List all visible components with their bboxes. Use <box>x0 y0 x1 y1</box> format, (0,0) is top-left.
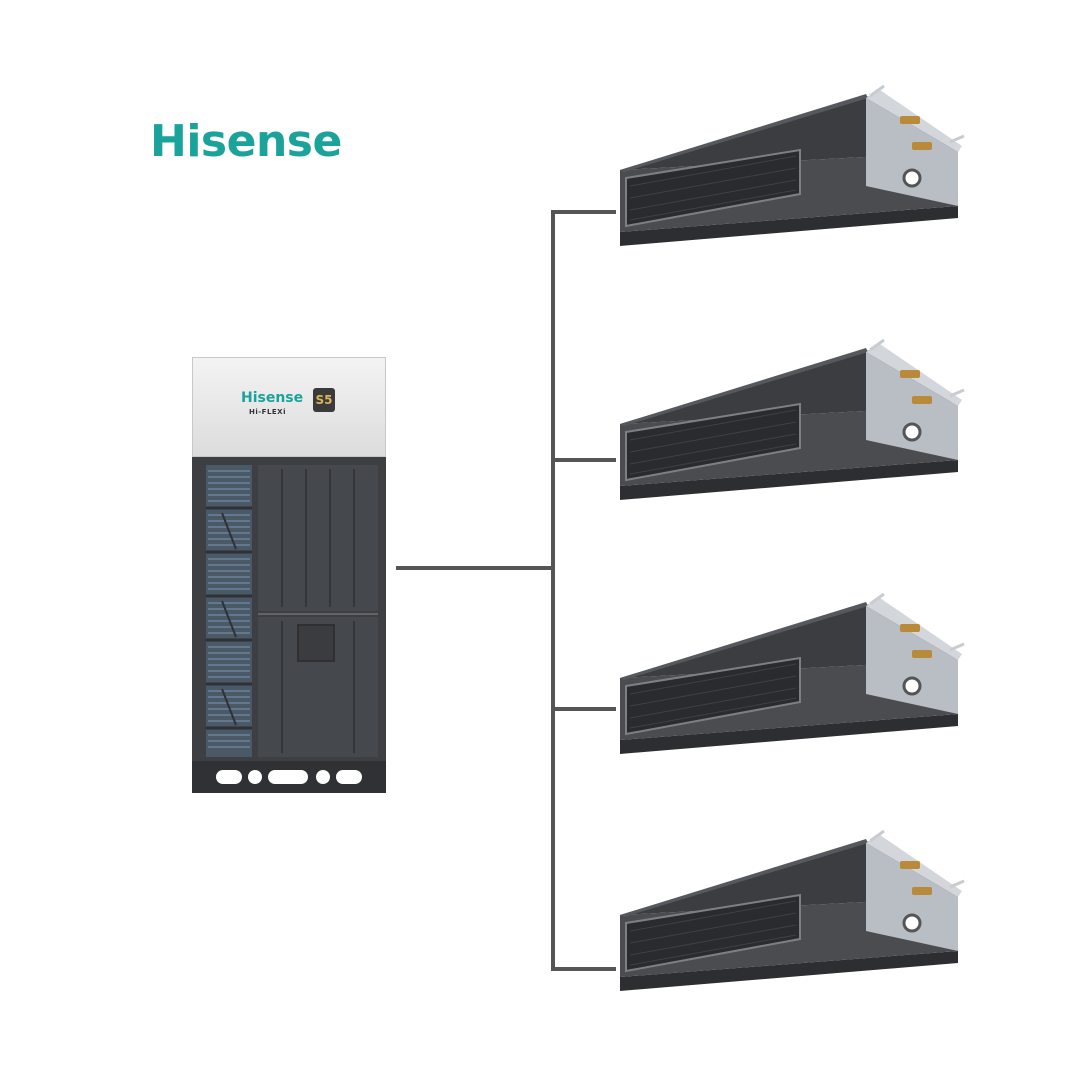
heat-exchanger-grille <box>206 465 252 757</box>
outdoor-unit-body <box>192 457 386 793</box>
hisense-logo: Hisense <box>150 116 342 167</box>
indoor-unit-4 <box>618 829 966 993</box>
outdoor-unit-top-panel: Hisense Hi-FLEXi S5 <box>192 357 386 457</box>
indoor-unit-2 <box>618 338 966 502</box>
outdoor-unit-badge: S5 <box>313 388 335 412</box>
outdoor-unit: Hisense Hi-FLEXi S5 <box>192 357 386 793</box>
front-panels <box>258 465 378 757</box>
indoor-unit-3 <box>618 592 966 756</box>
outdoor-unit-brand: Hisense <box>241 390 304 406</box>
outdoor-unit-body-graphic <box>192 457 386 793</box>
outdoor-unit-model: Hi-FLEXi <box>249 408 286 416</box>
base-frame <box>192 761 386 793</box>
indoor-unit-1 <box>618 84 966 248</box>
